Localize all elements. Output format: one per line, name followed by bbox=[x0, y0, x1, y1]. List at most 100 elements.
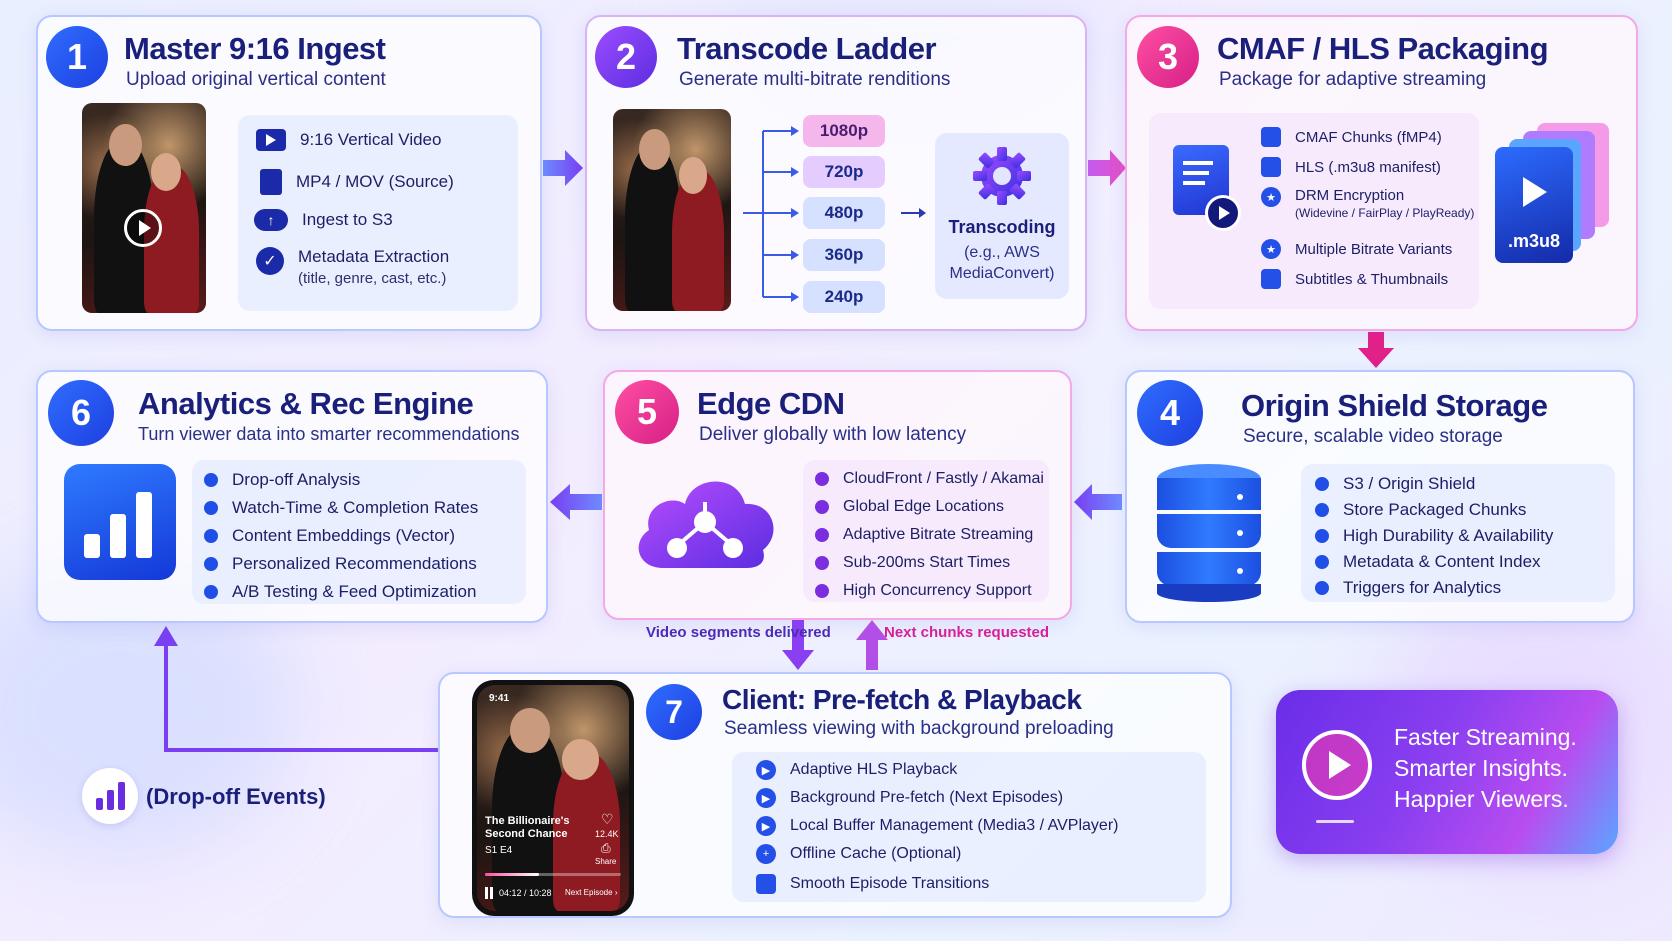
document-play-icon bbox=[1173, 145, 1241, 231]
list-item: Adaptive Bitrate Streaming bbox=[815, 526, 1033, 544]
cloud-network-icon bbox=[627, 464, 783, 574]
step7-subtitle: Seamless viewing with background preload… bbox=[724, 718, 1114, 739]
step4-title: Origin Shield Storage bbox=[1241, 388, 1548, 423]
video-thumbnail bbox=[613, 109, 731, 311]
cdn-client-arrows bbox=[782, 620, 888, 670]
play-square-icon bbox=[256, 129, 286, 151]
tagline-text: Faster Streaming. Smarter Insights. Happ… bbox=[1394, 724, 1577, 813]
phone-mockup: 9:41 The Billionaire's Second Chance S1 … bbox=[472, 680, 634, 916]
m3u8-file-stack: .m3u8 bbox=[1495, 123, 1615, 263]
step6-number: 6 bbox=[48, 380, 114, 446]
list-item: ★ DRM Encryption(Widevine / FairPlay / P… bbox=[1261, 187, 1474, 220]
list-item: CloudFront / Fastly / Akamai bbox=[815, 470, 1044, 488]
play-circle-icon: ▶ bbox=[756, 788, 776, 808]
phone-episode: S1 E4 bbox=[485, 845, 513, 856]
segments-delivered-label: Video segments delivered bbox=[646, 624, 831, 641]
list-item: Watch-Time & Completion Rates bbox=[204, 498, 478, 518]
phone-share-label: Share bbox=[595, 857, 617, 866]
step4-subtitle: Secure, scalable video storage bbox=[1243, 426, 1503, 447]
flow-arrow-right bbox=[543, 150, 583, 186]
bar-chart-icon bbox=[64, 464, 176, 580]
list-item: Metadata & Content Index bbox=[1315, 552, 1541, 572]
phone-show-title: The Billionaire's Second Chance bbox=[485, 815, 570, 841]
document-icon bbox=[1261, 127, 1281, 147]
share-icon[interactable]: ⎙ bbox=[601, 841, 611, 855]
step6-card: 6 Analytics & Rec Engine Turn viewer dat… bbox=[36, 370, 548, 623]
next-episode-button[interactable]: Next Episode › bbox=[565, 888, 618, 897]
step4-card: 4 Origin Shield Storage Secure, scalable… bbox=[1125, 370, 1635, 623]
list-item: CMAF Chunks (fMP4) bbox=[1261, 127, 1442, 147]
rendition-fanout bbox=[743, 126, 799, 302]
transcoding-subtitle: (e.g., AWS MediaConvert) bbox=[949, 244, 1055, 282]
step3-card: 3 CMAF / HLS Packaging Package for adapt… bbox=[1125, 15, 1638, 331]
dropoff-icon bbox=[82, 768, 138, 824]
document-icon bbox=[1261, 269, 1281, 289]
step3-subtitle: Package for adaptive streaming bbox=[1219, 69, 1487, 90]
phone-likes: 12.4K bbox=[595, 829, 619, 839]
phone-time: 9:41 bbox=[489, 693, 510, 704]
step3-number: 3 bbox=[1137, 26, 1199, 88]
video-thumbnail bbox=[82, 103, 206, 313]
list-item: Drop-off Analysis bbox=[204, 470, 360, 490]
list-item: Store Packaged Chunks bbox=[1315, 500, 1526, 520]
rendition-360p: 360p bbox=[803, 239, 885, 271]
flow-arrow-right bbox=[1088, 150, 1126, 186]
step7-title: Client: Pre-fetch & Playback bbox=[722, 684, 1082, 715]
flow-arrow-left bbox=[1074, 484, 1122, 520]
gear-icon bbox=[971, 145, 1033, 207]
list-item: Sub-200ms Start Times bbox=[815, 554, 1010, 572]
list-item: Content Embeddings (Vector) bbox=[204, 526, 455, 546]
step1-card: 1 Master 9:16 Ingest Upload original ver… bbox=[36, 15, 542, 331]
step1-title: Master 9:16 Ingest bbox=[124, 31, 386, 66]
list-item: Triggers for Analytics bbox=[1315, 578, 1501, 598]
list-item: ▶Adaptive HLS Playback bbox=[756, 760, 957, 780]
phone-progress-time: 04:12 / 10:28 bbox=[499, 888, 552, 898]
list-item: ✓ Metadata Extraction (title, genre, cas… bbox=[256, 247, 449, 287]
cloud-upload-icon: ↑ bbox=[254, 209, 288, 231]
flow-arrow-left bbox=[550, 484, 602, 520]
step4-list: S3 / Origin Shield Store Packaged Chunks… bbox=[1301, 464, 1615, 602]
flow-arrow-down bbox=[1358, 332, 1394, 368]
plus-circle-icon: + bbox=[756, 844, 776, 864]
list-item: Global Edge Locations bbox=[815, 498, 1004, 516]
list-item: +Offline Cache (Optional) bbox=[756, 844, 961, 864]
step5-title: Edge CDN bbox=[697, 386, 845, 421]
play-icon bbox=[1523, 177, 1547, 207]
list-item: High Durability & Availability bbox=[1315, 526, 1553, 546]
list-item: MP4 / MOV (Source) bbox=[260, 169, 454, 195]
pause-icon[interactable] bbox=[485, 887, 493, 899]
list-item: A/B Testing & Feed Optimization bbox=[204, 582, 476, 602]
transcoding-title: Transcoding bbox=[948, 217, 1056, 237]
lock-badge-icon: ★ bbox=[1261, 187, 1281, 207]
step2-number: 2 bbox=[595, 26, 657, 88]
transcoding-engine: Transcoding (e.g., AWS MediaConvert) bbox=[935, 133, 1069, 299]
list-item: 9:16 Vertical Video bbox=[256, 129, 441, 151]
rendition-480p: 480p bbox=[803, 197, 885, 229]
step2-title: Transcode Ladder bbox=[677, 31, 937, 66]
list-item: High Concurrency Support bbox=[815, 582, 1032, 600]
step5-list: CloudFront / Fastly / Akamai Global Edge… bbox=[803, 460, 1049, 602]
list-item: Smooth Episode Transitions bbox=[756, 874, 989, 894]
step1-number: 1 bbox=[46, 26, 108, 88]
playback-progress-bar[interactable] bbox=[485, 873, 621, 876]
star-badge-icon: ★ bbox=[1261, 239, 1281, 259]
check-circle-icon: ✓ bbox=[256, 247, 284, 275]
heart-icon[interactable]: ♡ bbox=[601, 811, 614, 827]
list-item: ▶Local Buffer Management (Media3 / AVPla… bbox=[756, 816, 1118, 836]
step7-number: 7 bbox=[646, 684, 702, 740]
chunks-requested-label: Next chunks requested bbox=[884, 624, 1050, 641]
step6-subtitle: Turn viewer data into smarter recommenda… bbox=[138, 424, 520, 444]
step6-list: Drop-off Analysis Watch-Time & Completio… bbox=[192, 460, 526, 604]
tagline-card: Faster Streaming. Smarter Insights. Happ… bbox=[1276, 690, 1618, 854]
step1-list: 9:16 Vertical Video MP4 / MOV (Source) ↑… bbox=[238, 115, 518, 311]
step2-card: 2 Transcode Ladder Generate multi-bitrat… bbox=[585, 15, 1087, 331]
play-icon[interactable] bbox=[124, 209, 162, 247]
step3-list: CMAF Chunks (fMP4) HLS (.m3u8 manifest) … bbox=[1149, 113, 1479, 309]
list-item: Subtitles & Thumbnails bbox=[1261, 269, 1448, 289]
play-circle-icon bbox=[1302, 730, 1372, 800]
dropoff-events-label: (Drop-off Events) bbox=[146, 784, 326, 809]
document-icon bbox=[756, 874, 776, 894]
database-icon bbox=[1157, 464, 1261, 602]
step1-subtitle: Upload original vertical content bbox=[126, 69, 386, 90]
list-item: Personalized Recommendations bbox=[204, 554, 477, 574]
